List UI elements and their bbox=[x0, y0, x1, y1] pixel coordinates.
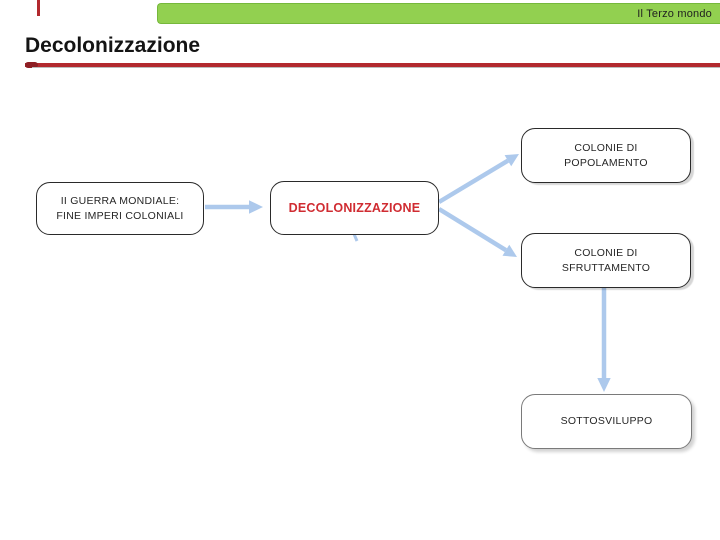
header-unit-label: Il Terzo mondo bbox=[637, 7, 712, 20]
arrow-decolonizzazione-to-sfruttamento bbox=[437, 207, 517, 257]
node-colonie-di-sfruttamento: COLONIE DI SFRUTTAMENTO bbox=[521, 233, 691, 288]
arrow-decolonizzazione-to-popolamento bbox=[437, 154, 519, 204]
node-sottosviluppo: SOTTOSVILUPPO bbox=[521, 394, 692, 449]
title-underline bbox=[25, 62, 720, 70]
header-bar: Il Terzo mondo bbox=[157, 3, 720, 24]
page-title: Decolonizzazione bbox=[25, 34, 201, 57]
node-decolonizzazione: DECOLONIZZAZIONE bbox=[270, 181, 439, 235]
arrow-ww2-to-decolonizzazione bbox=[205, 200, 263, 214]
node-colonie-di-popolamento: COLONIE DI POPOLAMENTO bbox=[521, 128, 691, 183]
arrow-stub-under-decolonizzazione bbox=[352, 233, 359, 242]
node-guerra-mondiale: II GUERRA MONDIALE: FINE IMPERI COLONIAL… bbox=[36, 182, 204, 235]
node-label: COLONIE DI POPOLAMENTO bbox=[564, 142, 648, 169]
node-label: COLONIE DI SFRUTTAMENTO bbox=[561, 247, 651, 274]
arrow-sfruttamento-to-sottosviluppo bbox=[597, 288, 611, 392]
node-label: II GUERRA MONDIALE: FINE IMPERI COLONIAL… bbox=[56, 195, 184, 222]
node-label: DECOLONIZZAZIONE bbox=[288, 200, 421, 215]
corner-accent-mark bbox=[37, 0, 40, 16]
underline-left-cap bbox=[25, 62, 38, 68]
underline-red-rule bbox=[25, 63, 720, 67]
underline-shadow-rule bbox=[32, 66, 720, 69]
node-label: SOTTOSVILUPPO bbox=[560, 415, 653, 428]
